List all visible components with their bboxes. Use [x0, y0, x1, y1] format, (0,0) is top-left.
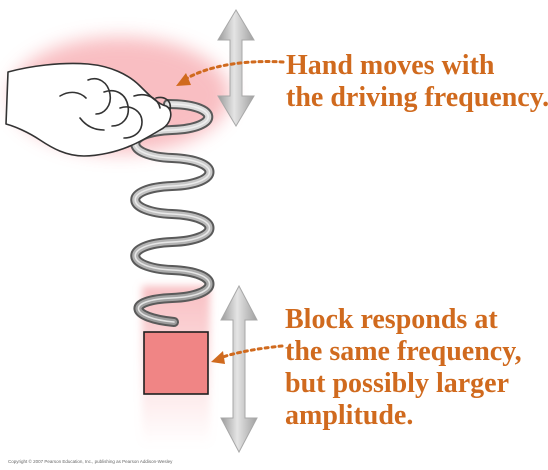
block-callout-line-1: Block responds at — [285, 304, 498, 335]
block-pointer-dotted-arrow — [211, 344, 284, 364]
block-callout-line-2: the same frequency, — [285, 336, 522, 367]
block-motion-double-arrow — [220, 284, 258, 454]
hand-pointer-dotted-arrow — [176, 60, 285, 86]
hand-callout-line-2: the driving frequency. — [286, 82, 548, 113]
hand-motion-double-arrow — [217, 9, 255, 127]
hand-callout-line-1: Hand moves with — [286, 50, 495, 81]
block-callout-line-4: amplitude. — [285, 400, 414, 431]
block-callout-text: Block responds at the same frequency, bu… — [285, 304, 522, 432]
block — [143, 331, 209, 395]
hand-callout-text: Hand moves with the driving frequency. — [286, 50, 548, 114]
hand-illustration — [5, 62, 172, 157]
block-callout-line-3: but possibly larger — [285, 368, 510, 399]
copyright-notice: Copyright © 2007 Pearson Education, Inc.… — [8, 459, 173, 464]
